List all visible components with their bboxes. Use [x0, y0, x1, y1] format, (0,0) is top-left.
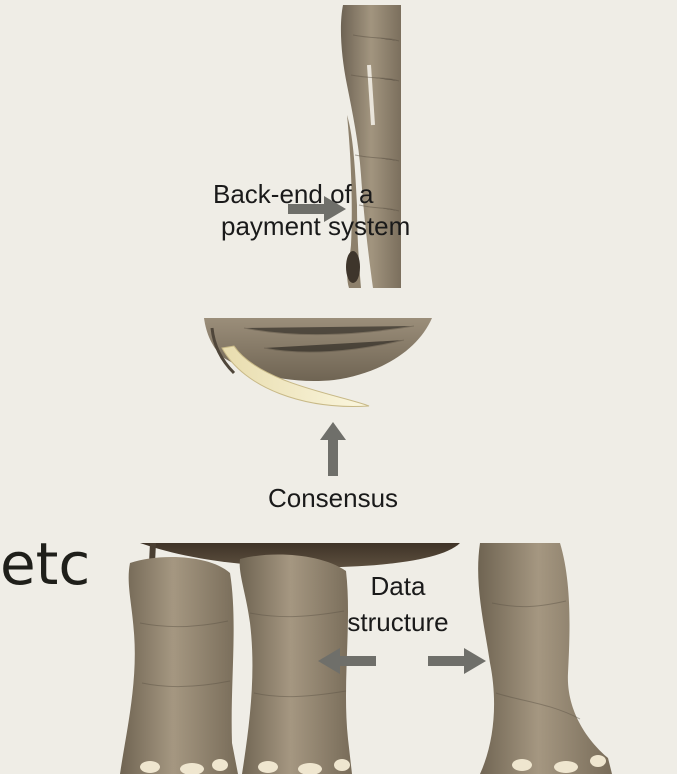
data-label-line2: structure — [328, 606, 468, 638]
elephant-tusk-image — [204, 318, 432, 410]
etc-text: etc — [0, 530, 90, 598]
right-arrow-icon — [428, 648, 486, 674]
left-arrow-icon — [318, 648, 376, 674]
elephant-tail-image — [333, 5, 401, 288]
consensus-label: Consensus — [243, 482, 423, 514]
up-arrow-icon — [320, 422, 346, 476]
data-label-line1: Data — [328, 570, 468, 602]
data-structure-label: Data structure — [328, 570, 468, 638]
right-arrow-icon — [288, 196, 346, 222]
